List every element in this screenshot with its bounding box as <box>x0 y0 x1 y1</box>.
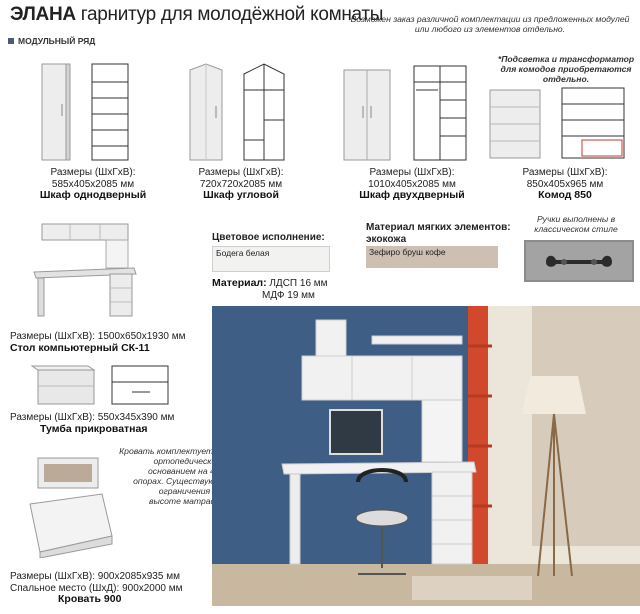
product-name: Тумба прикроватная <box>40 422 148 435</box>
config-note: Возможен заказ различной комплектации из… <box>350 14 630 34</box>
backlight-note: *Подсветка и трансформатор для комодов п… <box>497 54 635 84</box>
bed-drawing <box>29 457 113 558</box>
desk-drawing <box>33 223 137 317</box>
series-label: МОДУЛЬНЫЙ РЯД <box>8 36 95 46</box>
page-title: ЭЛАНА гарнитур для молодёжной комнаты <box>10 4 383 26</box>
product-name: Комод 850 <box>538 189 592 201</box>
corner-wardrobe-caption: Размеры (ШхГхВ): 720х720х2085 мм Шкаф уг… <box>176 167 306 202</box>
bed-note: Кровать комплектуется ортопедическим осн… <box>119 446 222 506</box>
bed-caption: Размеры (ШхГхВ): 900х2085х935 мм Спально… <box>10 571 183 605</box>
nightstand-caption: Размеры (ШхГхВ): 550х345х390 мм Тумба пр… <box>10 412 175 435</box>
dresser-drawing <box>489 87 625 159</box>
square-icon <box>8 38 14 44</box>
color-swatch-beige: Зефиро бруш кофе <box>366 246 498 268</box>
double-wardrobe-caption: Размеры (ШхГхВ): 1010х405х2085 мм Шкаф д… <box>342 167 482 202</box>
double-wardrobe-drawing <box>343 65 467 161</box>
product-name: Шкаф однодверный <box>39 189 147 201</box>
single-wardrobe-caption: Размеры (ШхГхВ): 585х405х2085 мм Шкаф од… <box>28 167 158 202</box>
material-info: Материал: ЛДСП 16 мм МДФ 19 мм <box>212 277 328 301</box>
interior-photo <box>212 306 640 606</box>
product-name: Шкаф угловой <box>203 189 279 201</box>
product-name: Шкаф двухдверный <box>359 189 465 201</box>
dresser-caption: Размеры (ШхГхВ): 850х405х965 мм Комод 85… <box>500 167 630 202</box>
title-text: гарнитур для молодёжной комнаты <box>75 4 384 25</box>
product-name: Стол компьютерный СК-11 <box>10 341 150 354</box>
single-wardrobe-drawing <box>41 63 129 161</box>
soft-material-header: Материал мягких элементов: экокожа <box>366 222 511 245</box>
product-name: Кровать 900 <box>58 593 122 605</box>
handle-image <box>524 240 634 282</box>
handles-note: Ручки выполнены в классическом стиле <box>534 214 618 234</box>
corner-wardrobe-drawing <box>189 63 285 161</box>
nightstand-drawing <box>30 365 169 405</box>
desk-caption: Размеры (ШхГхВ): 1500х650х1930 мм Стол к… <box>10 331 186 354</box>
brand-name: ЭЛАНА <box>10 4 76 25</box>
color-swatch-white: Бодега белая <box>212 246 330 272</box>
color-header: Цветовое исполнение: <box>212 232 325 243</box>
